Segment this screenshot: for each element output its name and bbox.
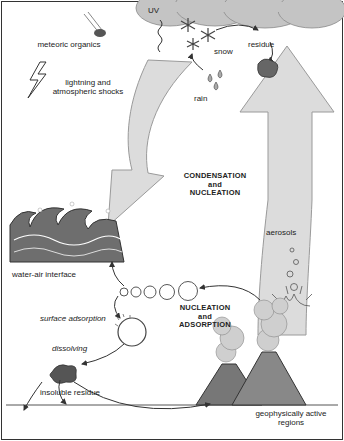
diagram-label: insoluble residue [40, 388, 120, 397]
diagram-label: residue [248, 40, 288, 49]
diagram-label: UV [148, 6, 170, 15]
diagram-label: water-air interface [12, 270, 102, 279]
diagram-label: surface adsorption [40, 314, 116, 323]
diagram-label: CONDENSATION and NUCLEATION [182, 172, 248, 198]
diagram-label: rain [194, 94, 228, 103]
diagram-label: meteoric organics [36, 40, 102, 49]
diagram-label: aerosols [266, 228, 312, 237]
diagram-label: NUCLEATION and ADSORPTION [172, 304, 238, 330]
diagram-label: lightning and atmospheric shocks [48, 78, 128, 96]
diagram-label: snow [214, 47, 244, 56]
diagram-label: dissolving [52, 344, 112, 353]
diagram-label: geophysically active regions [246, 409, 336, 427]
